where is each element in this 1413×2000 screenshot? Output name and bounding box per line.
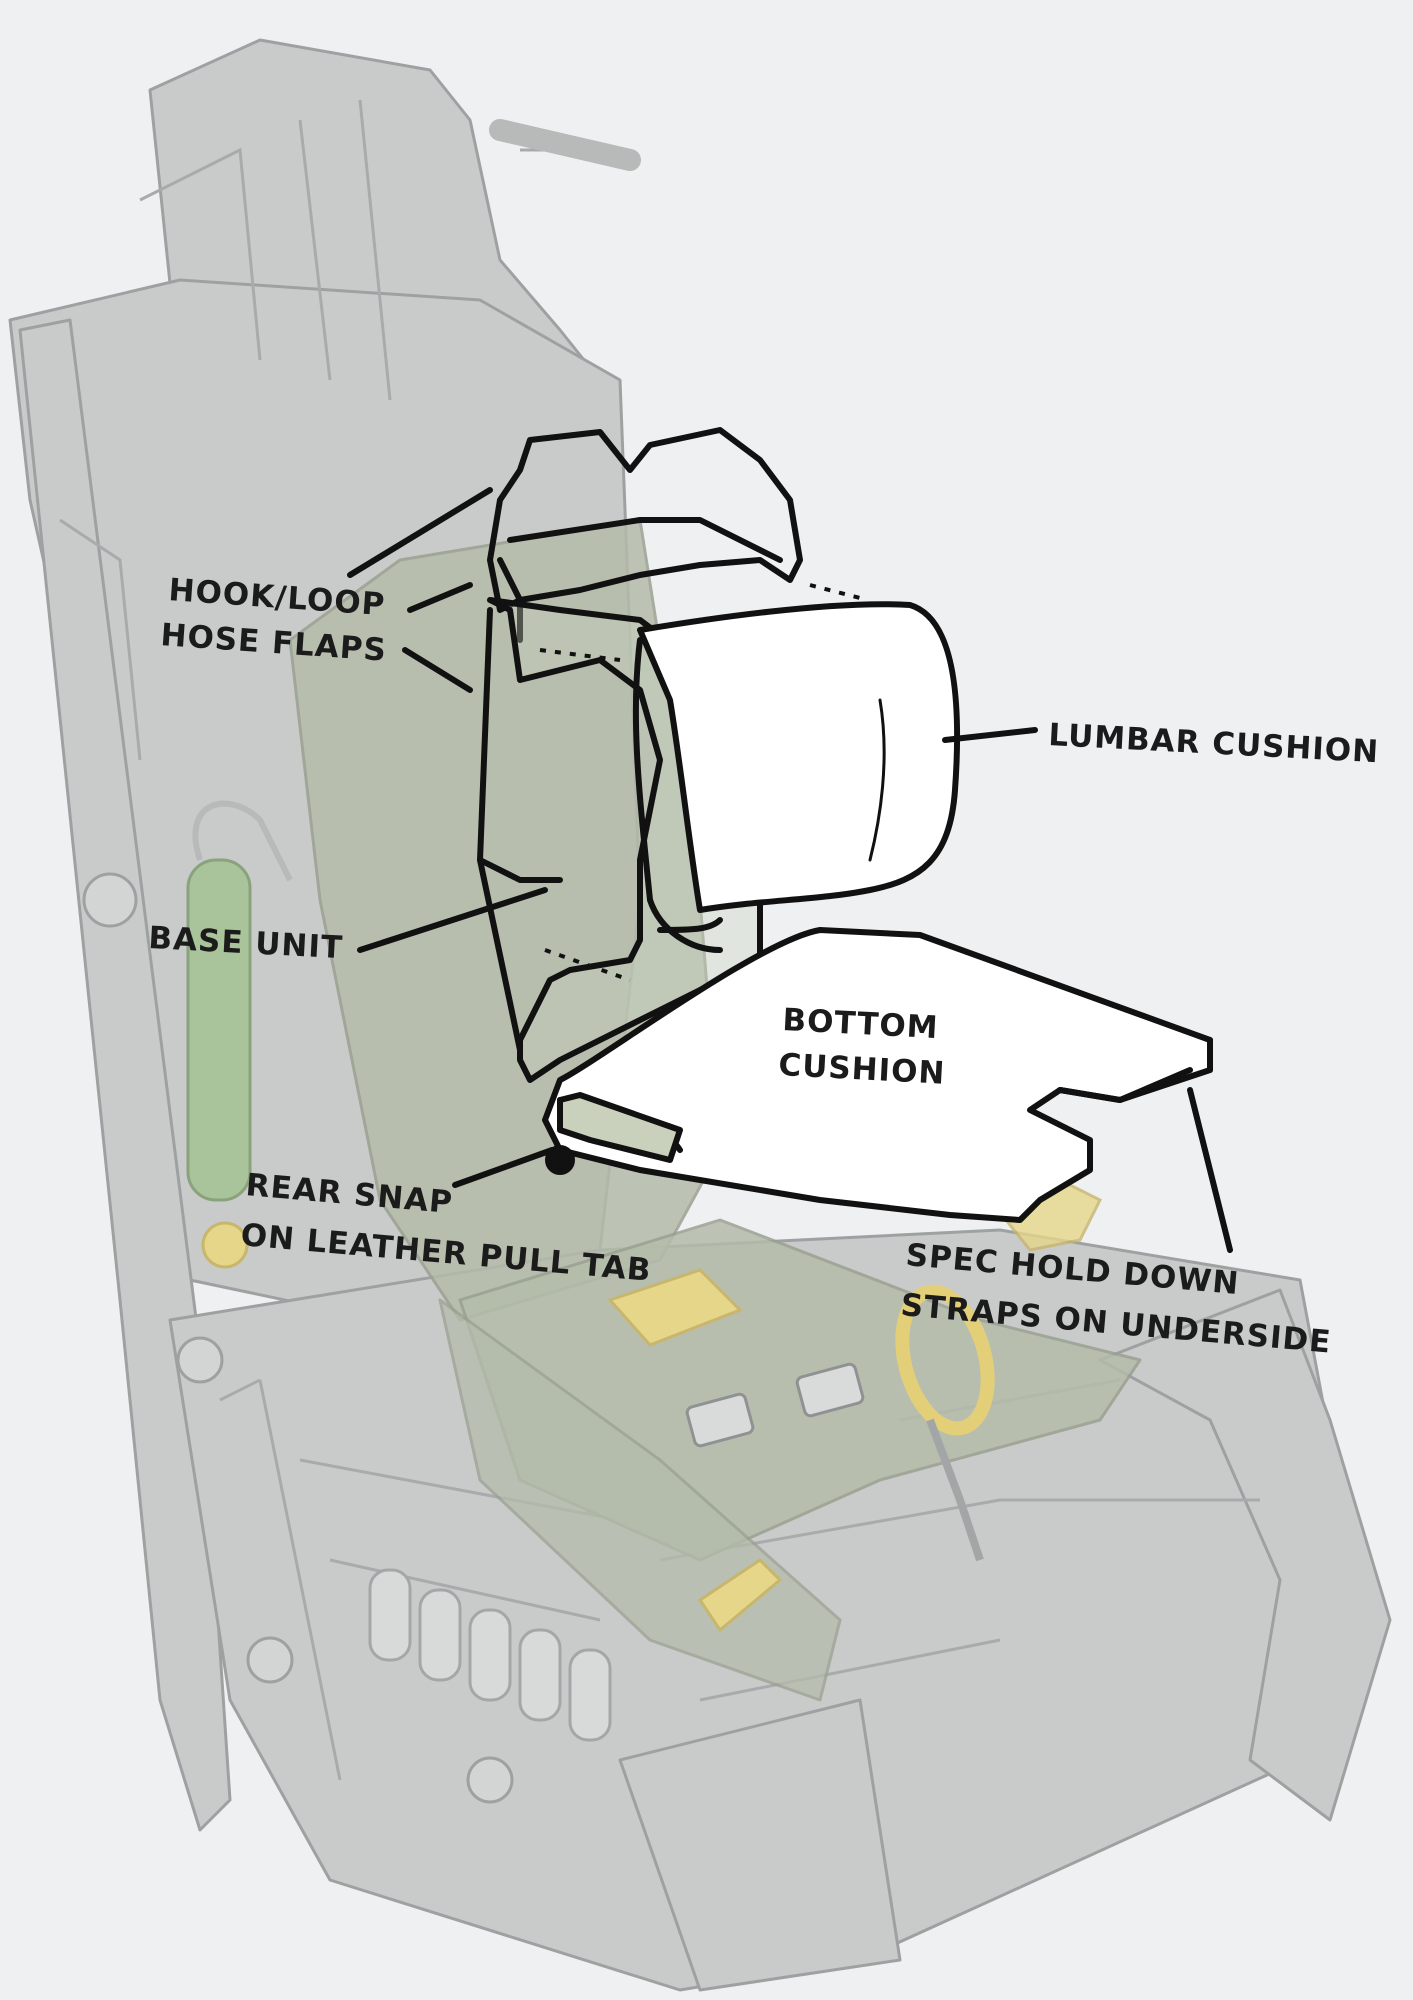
bottom-cushion-outline (542, 927, 1213, 1223)
rear-snap-tab (557, 1092, 683, 1163)
top-handle (489, 119, 641, 171)
cushion-kit (477, 427, 1213, 1223)
leader-rear-snap (452, 1147, 555, 1188)
label-bottom-2: CUSHION (778, 1047, 947, 1092)
leader-hook-loop-2 (407, 582, 473, 613)
lumbar-cushion-outline (637, 601, 961, 913)
base-vents (368, 1568, 612, 1742)
buckle-hardware (685, 1362, 984, 1562)
leader-base-unit (357, 887, 548, 953)
leader-spec-hold (1187, 1087, 1233, 1253)
oxygen-bottle (186, 800, 293, 1202)
leader-lumbar (942, 727, 1038, 743)
frame-fittings (82, 872, 514, 1804)
hidden-lines (539, 583, 861, 982)
label-lumbar: LUMBAR CUSHION (1048, 717, 1380, 770)
leader-lines (347, 487, 1233, 1253)
hook-loop-flaps (487, 427, 803, 613)
leader-hook-loop-3 (402, 647, 473, 693)
leader-hook-loop-1 (347, 487, 493, 578)
label-bottom-1: BOTTOM (782, 1002, 940, 1046)
